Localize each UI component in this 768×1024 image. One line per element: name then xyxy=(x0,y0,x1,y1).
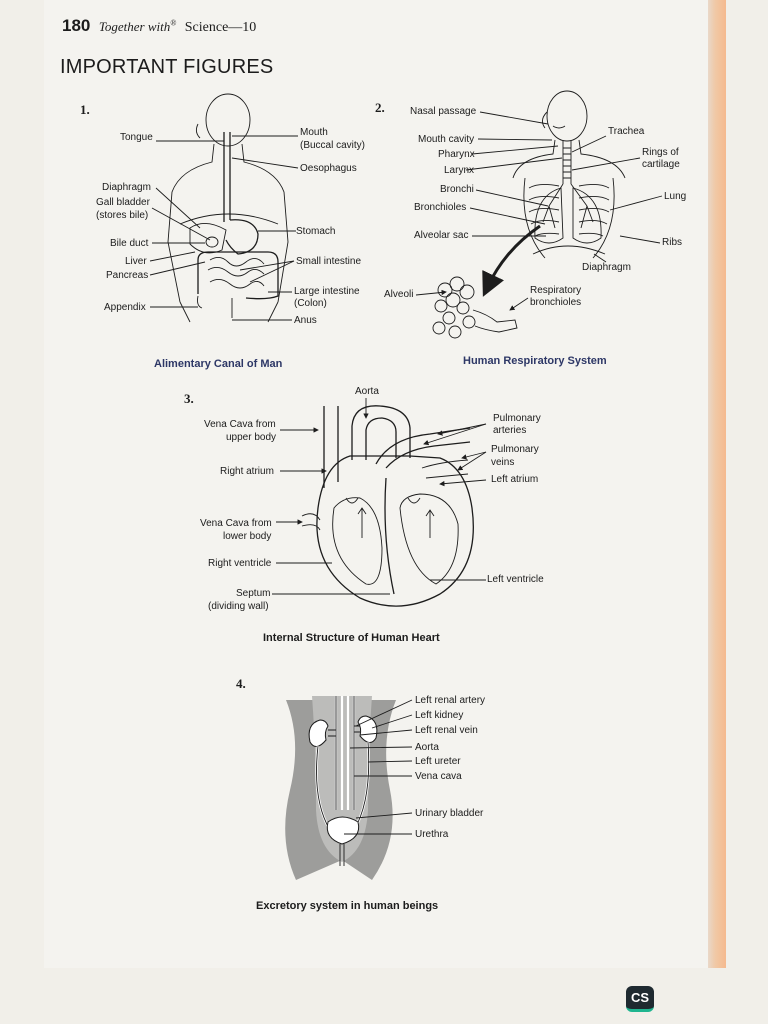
label-left-renal-artery: Left renal artery xyxy=(415,695,485,706)
label-aorta-excretory: Aorta xyxy=(415,742,439,753)
label-vena-cava: Vena cava xyxy=(415,771,462,782)
label-urethra: Urethra xyxy=(415,829,448,840)
label-left-renal-vein: Left renal vein xyxy=(415,725,478,736)
label-urinary-bladder: Urinary bladder xyxy=(415,808,483,819)
camscanner-logo: CS xyxy=(626,986,654,1012)
figure-4-caption: Excretory system in human beings xyxy=(256,900,438,912)
label-left-ureter: Left ureter xyxy=(415,756,461,767)
label-left-kidney: Left kidney xyxy=(415,710,463,721)
